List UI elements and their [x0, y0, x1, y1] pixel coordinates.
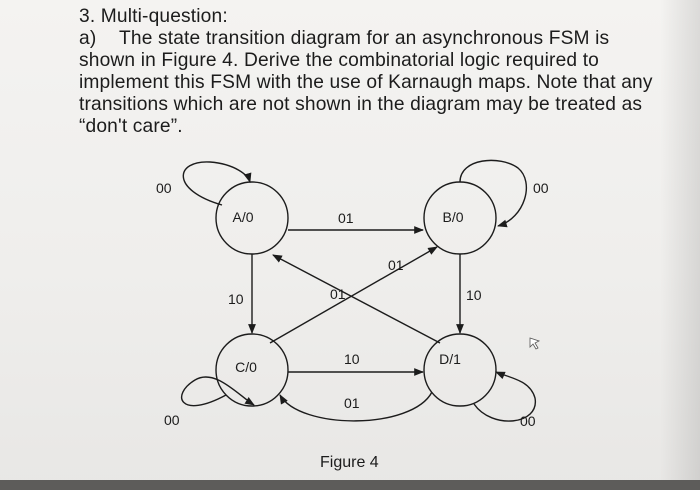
state-c-label: C/0: [235, 359, 257, 375]
transition-b-self-loop: [459, 159, 527, 228]
page-bottom-edge: [0, 480, 700, 490]
transition-a-self-loop: [182, 161, 252, 206]
state-b: B/0: [423, 181, 497, 255]
transition-c-self-loop: [180, 376, 255, 407]
part-label: a): [79, 28, 97, 49]
transition-a-self-label: 00: [156, 180, 172, 196]
transition-b-self-label: 00: [533, 180, 549, 196]
transition-d-self-label: 00: [520, 413, 536, 429]
state-c: C/0: [215, 333, 289, 407]
transition-d-to-a-label: 01: [330, 286, 346, 302]
question-line-1: a) The state transition diagram for an as…: [79, 28, 639, 50]
state-d-circle: [423, 333, 497, 407]
figure-caption: Figure 4: [320, 454, 379, 471]
transition-d-to-c: [279, 391, 433, 422]
state-b-label: B/0: [442, 209, 463, 225]
state-a: A/0: [215, 181, 289, 255]
question-line-1-text: The state transition diagram for an asyn…: [119, 28, 610, 49]
transition-d-self-loop: [473, 371, 536, 422]
transition-c-self-label: 00: [164, 412, 180, 428]
transition-c-to-d-label: 10: [344, 351, 360, 367]
state-d: D/1: [423, 333, 497, 407]
question-line-4: transitions which are not shown in the d…: [79, 94, 643, 115]
transition-a-to-b-label: 01: [338, 210, 354, 226]
state-d-label: D/1: [439, 351, 461, 367]
transition-d-to-a: [272, 254, 441, 344]
state-c-circle: [215, 333, 289, 407]
question-line-3: implement this FSM with the use of Karna…: [79, 72, 653, 93]
question-line-5: “don't care”.: [79, 116, 183, 137]
question-line-2: shown in Figure 4. Derive the combinator…: [79, 50, 600, 71]
question-text: 3. Multi-question: a) The state transitio…: [79, 6, 653, 138]
state-a-label: A/0: [232, 209, 253, 225]
mouse-cursor-icon: [529, 337, 541, 350]
transition-c-to-b-label: 01: [388, 257, 404, 273]
transition-b-to-d-label: 10: [466, 287, 482, 303]
transition-d-to-c-label: 01: [344, 395, 360, 411]
transition-a-to-c-label: 10: [228, 291, 244, 307]
transition-c-to-b: [269, 246, 438, 344]
question-header: 3. Multi-question:: [79, 6, 228, 27]
